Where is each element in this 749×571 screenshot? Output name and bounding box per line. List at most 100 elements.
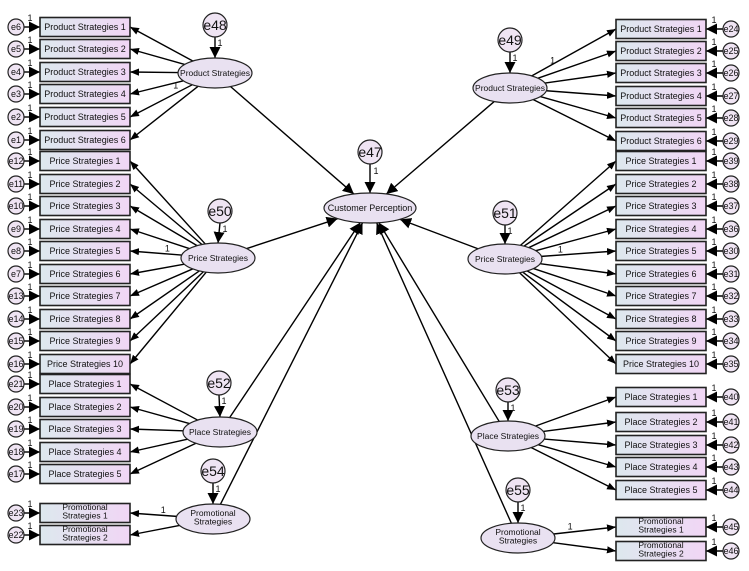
indicator-label: Place Strategies 2 <box>48 402 121 412</box>
error-circle-e44 <box>722 481 740 499</box>
error-label-e17: e17 <box>8 469 23 479</box>
indicator-box-place-strategies-5 <box>615 479 707 501</box>
fixed-loading-label: 1 <box>27 237 32 247</box>
indicator-label: Product Strategies 1 <box>44 22 126 32</box>
error-circle-e35 <box>722 355 740 373</box>
error-circle-e27 <box>722 87 740 105</box>
error-label-e49: e49 <box>498 32 522 48</box>
error-circle-e17 <box>7 465 25 483</box>
error-label-e22: e22 <box>8 530 23 540</box>
indicator-label: Price Strategies 8 <box>625 314 696 324</box>
left-price-loading-arrow <box>129 271 204 342</box>
indicator-box-product-strategies-4 <box>39 83 131 105</box>
error-label-e3: e3 <box>11 89 21 99</box>
indicator-label: Price Strategies 4 <box>49 224 120 234</box>
indicator-label: Price Strategies 1 <box>49 156 120 166</box>
indicator-label: Price Strategies 5 <box>625 246 696 256</box>
indicator-label-line2: Strategies 1 <box>638 525 684 535</box>
indicator-box-price-strategies-2 <box>39 173 131 195</box>
right-product-loading-arrow <box>546 90 617 99</box>
left-price-to-customer-perception-arrow <box>246 216 338 250</box>
error-circle-e10 <box>7 197 25 215</box>
fixed-loading-label: 1 <box>27 170 32 180</box>
error-label-e8: e8 <box>11 246 21 256</box>
right-price-loading-arrow <box>522 271 617 342</box>
error-circle-e40 <box>722 388 740 406</box>
indicator-box-product-strategies-3 <box>39 61 131 83</box>
fixed-loading-label: 1 <box>711 192 716 202</box>
indicator-label: Price Strategies 2 <box>49 179 120 189</box>
indicator-box-price-strategies-1 <box>615 150 707 172</box>
left-place-loading-arrow <box>129 405 190 425</box>
indicator-box-price-strategies-4 <box>615 218 707 240</box>
indicator-box-place-strategies-1 <box>39 373 131 395</box>
error-label-e16: e16 <box>8 359 23 369</box>
error-label-e9: e9 <box>11 224 21 234</box>
fixed-loading-label: 1 <box>711 476 716 486</box>
right-place-latent-label: Place Strategies <box>477 431 539 441</box>
fixed-loading-label: 1 <box>711 513 716 523</box>
error-label-e5: e5 <box>11 44 21 54</box>
error-circle-e41 <box>722 413 740 431</box>
left-place-loading-arrow <box>129 438 188 454</box>
error-circle-e13 <box>7 287 25 305</box>
indicator-label: Product Strategies 5 <box>620 113 702 123</box>
indicator-label: Price Strategies 1 <box>625 156 696 166</box>
left-promo-latent-label-line1: Promotional <box>190 508 235 518</box>
error-circle-e45 <box>722 518 740 536</box>
indicator-box-price-strategies-2 <box>615 173 707 195</box>
error-circle-e18 <box>7 443 25 461</box>
error-label-e50: e50 <box>208 203 232 219</box>
indicator-box-place-strategies-3 <box>615 434 707 456</box>
error-label-e23: e23 <box>8 508 23 518</box>
indicator-box-price-strategies-7 <box>39 285 131 307</box>
error-label-e52: e52 <box>207 375 231 391</box>
error-circle-e23 <box>7 504 25 522</box>
error-circle-e22 <box>7 526 25 544</box>
indicator-box-product-strategies-1 <box>39 16 131 38</box>
left-product-loading-arrow <box>129 26 194 62</box>
indicator-label-line1: Promotional <box>638 540 683 550</box>
error-circle-e46 <box>722 542 740 560</box>
indicator-label: Price Strategies 9 <box>49 336 120 346</box>
error-circle-e31 <box>722 265 740 283</box>
fixed-loading-label: 1 <box>520 503 525 513</box>
fixed-loading-label: 1 <box>217 38 222 48</box>
error-label-e1: e1 <box>11 135 21 145</box>
error-label-e28: e28 <box>723 113 738 123</box>
fixed-loading-label: 1 <box>711 350 716 360</box>
error-label-e11: e11 <box>9 179 23 189</box>
indicator-box-price-strategies-1 <box>39 150 131 172</box>
fixed-loading-label: 1 <box>711 215 716 225</box>
left-product-loading-arrow <box>129 84 193 118</box>
indicator-box-price-strategies-3 <box>615 195 707 217</box>
error-arrow-e52 <box>214 394 225 418</box>
left-product-latent-label: Product Strategies <box>180 68 250 78</box>
indicator-box-price-strategies-10 <box>615 353 707 375</box>
fixed-loading-label: 1 <box>161 505 166 515</box>
fixed-loading-label: 1 <box>558 244 563 254</box>
right-price-latent <box>467 243 543 275</box>
error-label-e20: e20 <box>8 402 23 412</box>
left-place-loading-arrow <box>129 425 184 433</box>
error-circle-e43 <box>722 458 740 476</box>
fixed-loading-label: 1 <box>711 147 716 157</box>
error-label-e42: e42 <box>723 440 738 450</box>
error-circle-e48 <box>202 12 228 38</box>
indicator-box-product-strategies-2 <box>615 40 707 62</box>
error-circle-e50 <box>207 198 233 224</box>
right-promo-loading-arrow <box>553 524 617 535</box>
right-price-loading-arrow <box>541 248 617 258</box>
indicator-box-promotional-strategies-2 <box>39 524 131 546</box>
error-label-e36: e36 <box>723 224 738 234</box>
fixed-loading-label: 1 <box>27 35 32 45</box>
indicator-box-product-strategies-5 <box>39 106 131 128</box>
indicator-label: Price Strategies 8 <box>49 314 120 324</box>
right-place-loading-arrow <box>544 438 617 448</box>
right-promo-to-customer-perception-arrow <box>376 222 513 524</box>
indicator-box-place-strategies-2 <box>615 411 707 433</box>
error-circle-e33 <box>722 310 740 328</box>
error-circle-e28 <box>722 109 740 127</box>
